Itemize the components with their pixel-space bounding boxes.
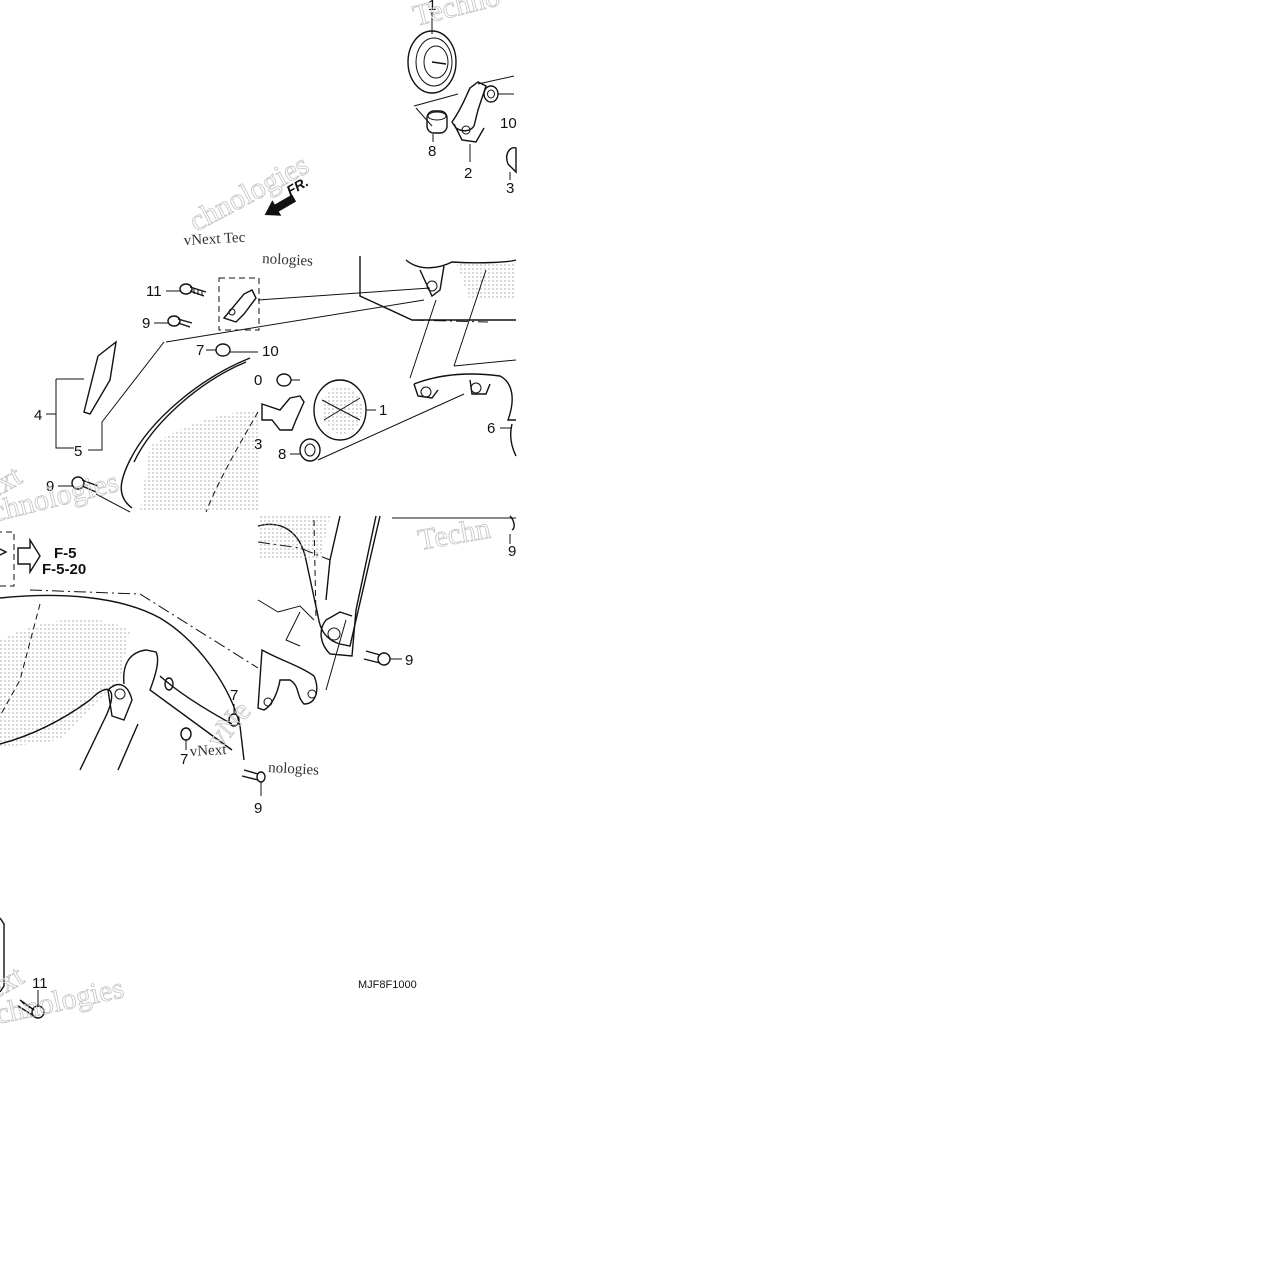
callout-label: 0 bbox=[254, 372, 262, 389]
windscreen-part bbox=[120, 357, 251, 509]
callout-label: 9 bbox=[142, 315, 150, 332]
horn-bracket-part bbox=[261, 395, 305, 431]
callout-label: 6 bbox=[487, 420, 495, 437]
callout-label: 5 bbox=[74, 443, 82, 460]
callout-label: 9 bbox=[508, 543, 516, 560]
callout-label: 3 bbox=[254, 436, 262, 453]
callout-label: 2 bbox=[464, 165, 472, 182]
fr-arrow-icon bbox=[264, 194, 297, 216]
stay-part bbox=[413, 373, 516, 421]
bracket-part bbox=[257, 648, 318, 711]
nut-part bbox=[164, 677, 174, 691]
lower-cowl-panel: F-5 F-5-20 7 7 vNext vNe bbox=[0, 531, 259, 771]
bolt-part bbox=[179, 283, 207, 297]
callout-label: 9 bbox=[254, 800, 262, 817]
nut-part bbox=[276, 373, 292, 387]
cowl-part bbox=[0, 594, 245, 761]
headlight-housing-part bbox=[359, 256, 516, 321]
horn-assembly-panel: 1 10 8 2 3 Techno bbox=[407, 0, 517, 197]
mount-bracket-panel: 9 9 9 Techn nologies bbox=[241, 511, 516, 817]
watermark: vNext Tec bbox=[183, 230, 246, 249]
bolt-part bbox=[241, 769, 266, 783]
horn-bracket-part bbox=[451, 81, 487, 132]
callout-label: 1 bbox=[428, 0, 436, 14]
callout-label: 11 bbox=[32, 975, 48, 992]
nut-part bbox=[483, 85, 499, 103]
callout-label: 9 bbox=[46, 478, 54, 495]
cowl-assembly-panel: 11 9 7 10 4 5 9 0 1 8 6 3 ext chnologies bbox=[0, 256, 517, 529]
nut-part bbox=[215, 343, 231, 357]
callout-label: 10 bbox=[500, 115, 517, 132]
grommet-part bbox=[299, 438, 321, 462]
callout-label: 11 bbox=[146, 283, 162, 300]
reference-label: F-5 bbox=[54, 545, 77, 562]
callout-label: 8 bbox=[278, 446, 286, 463]
reference-arrow-icon bbox=[17, 537, 41, 575]
callout-label: 10 bbox=[262, 343, 279, 360]
grommet-part bbox=[426, 110, 448, 134]
diagram-code: MJF8F1000 bbox=[358, 979, 417, 991]
reference-label: F-5-20 bbox=[42, 561, 86, 578]
watermark: Techn bbox=[415, 512, 492, 557]
bolt-part bbox=[71, 476, 99, 493]
callout-label: 7 bbox=[196, 342, 204, 359]
detail-box bbox=[218, 277, 260, 331]
callout-label: 3 bbox=[506, 180, 514, 197]
watermark: nologies bbox=[268, 760, 320, 779]
callout-label: 7 bbox=[180, 751, 188, 768]
callout-label: 1 bbox=[379, 402, 387, 419]
watermark: Techno bbox=[410, 0, 503, 33]
nut-part bbox=[180, 727, 192, 741]
bolt-part bbox=[167, 315, 193, 328]
bottom-fastener-panel: 11 ext chnologies MJF8F1000 bbox=[0, 917, 417, 1031]
callout-label: 8 bbox=[428, 143, 436, 160]
bolt-part bbox=[363, 650, 391, 666]
screen-part bbox=[83, 340, 117, 415]
watermark: nologies bbox=[262, 251, 314, 270]
callout-label: 4 bbox=[34, 407, 42, 424]
watermark: vNext bbox=[189, 742, 227, 760]
callout-label: 9 bbox=[405, 652, 413, 669]
callout-label: 7 bbox=[230, 687, 238, 704]
